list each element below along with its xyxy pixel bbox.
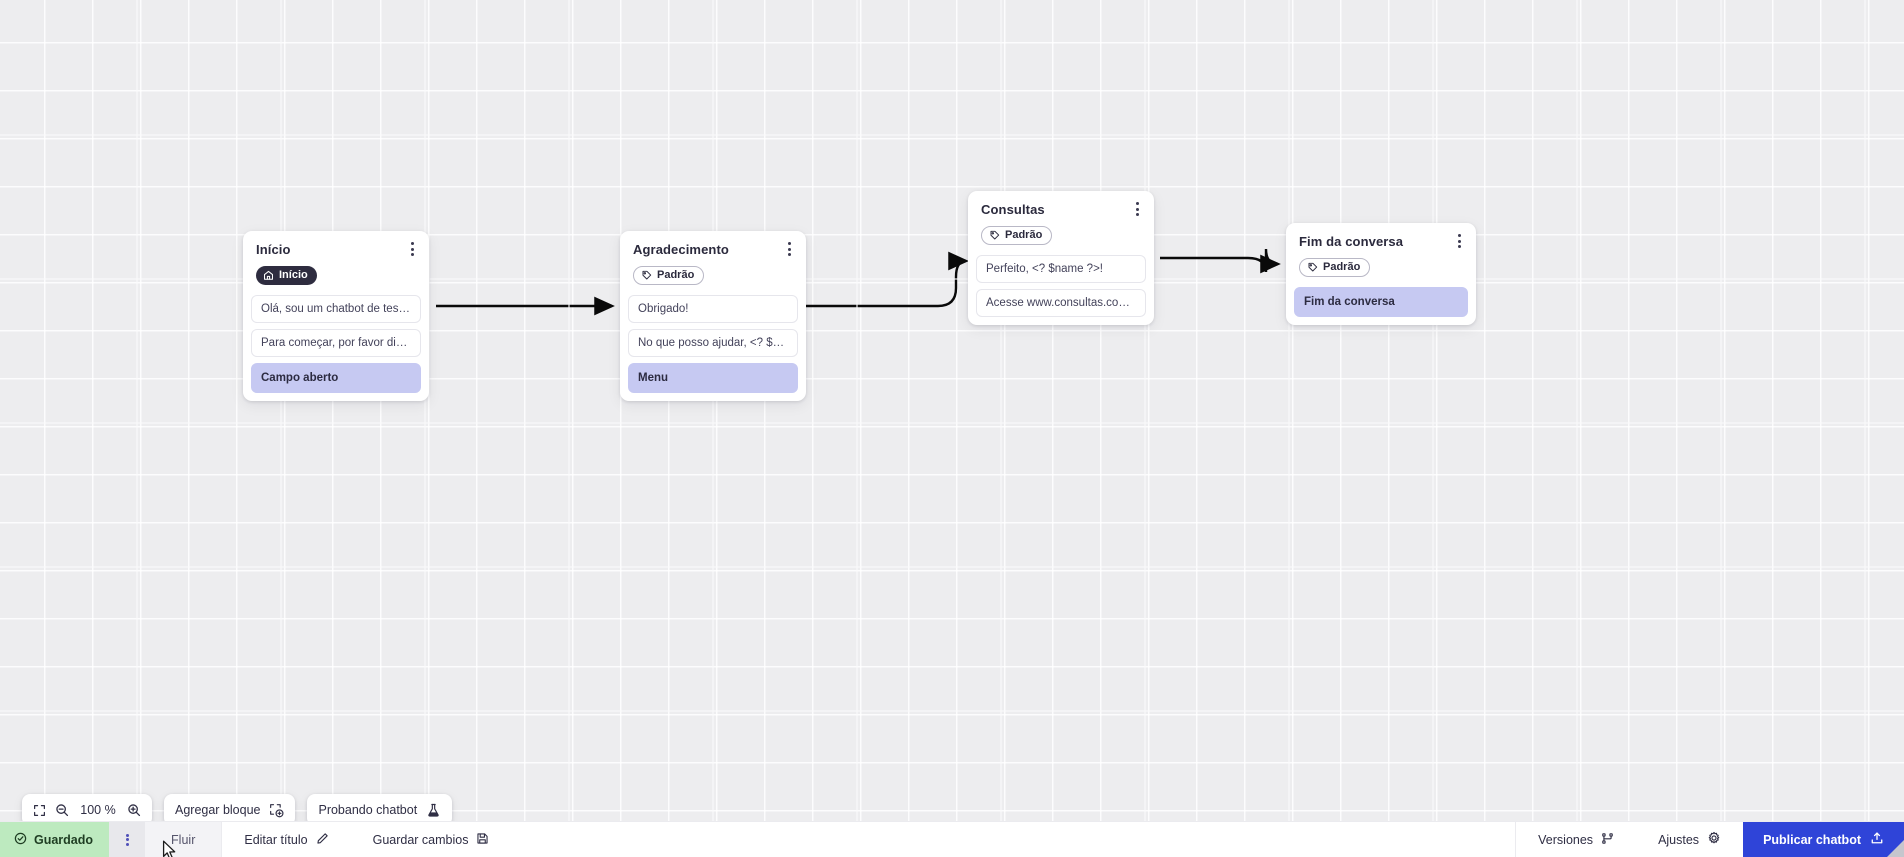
versions-button[interactable]: Versiones <box>1516 822 1636 857</box>
tag-icon <box>1307 262 1318 273</box>
tab-fluir[interactable]: Fluir <box>145 822 222 857</box>
node-title: Consultas <box>981 202 1045 217</box>
flow-node-agradecimento[interactable]: Agradecimento Padrão Obrigado! No q <box>620 231 806 401</box>
node-header: Início Início <box>243 231 429 295</box>
settings-label: Ajustes <box>1658 832 1700 847</box>
test-chatbot-label: Probando chatbot <box>318 803 418 817</box>
node-badge-label: Padrão <box>1323 261 1361 273</box>
zoom-controls: 100 % <box>22 794 152 826</box>
upload-icon <box>1870 831 1884 848</box>
node-title: Início <box>256 242 291 257</box>
node-message-row[interactable]: Para começar, por favor digite o ... <box>251 329 421 357</box>
node-body: Fim da conversa <box>1286 287 1476 325</box>
save-changes-label: Guardar cambios <box>372 832 469 847</box>
fit-screen-icon[interactable] <box>33 804 46 817</box>
flow-label: Fluir <box>171 832 196 847</box>
versions-label: Versiones <box>1538 832 1594 847</box>
node-badge-label: Início <box>279 269 308 281</box>
settings-button[interactable]: Ajustes <box>1636 822 1743 857</box>
node-badge-default: Padrão <box>1299 258 1371 277</box>
node-menu-button[interactable] <box>1451 232 1467 250</box>
flow-node-consultas[interactable]: Consultas Padrão Perfeito, <? $name ?>! <box>968 191 1154 325</box>
branch-icon <box>1601 832 1614 848</box>
publish-label: Publicar chatbot <box>1763 832 1861 847</box>
saved-label: Guardado <box>34 832 94 847</box>
check-circle-icon <box>14 832 27 848</box>
zoom-level-value[interactable]: 100 % <box>80 803 116 817</box>
pencil-icon <box>316 832 329 848</box>
status-bar-right: Versiones Ajustes <box>1515 822 1904 857</box>
node-menu-button[interactable] <box>404 240 420 258</box>
node-message-row[interactable]: Perfeito, <? $name ?>! <box>976 255 1146 283</box>
node-message-row[interactable]: Obrigado! <box>628 295 798 323</box>
node-message-row[interactable]: Olá, sou um chatbot de teste! <box>251 295 421 323</box>
home-icon <box>263 270 274 281</box>
save-changes-button[interactable]: Guardar cambios <box>351 822 512 857</box>
resize-corner[interactable] <box>1887 840 1904 857</box>
node-menu-button[interactable] <box>1129 200 1145 218</box>
zoom-in-icon[interactable] <box>127 803 141 817</box>
edit-title-label: Editar título <box>244 832 308 847</box>
node-badge-start: Início <box>256 266 317 285</box>
node-badge-label: Padrão <box>657 269 695 281</box>
add-block-icon <box>269 803 284 818</box>
node-message-row[interactable]: Acesse www.consultas.com par... <box>976 289 1146 317</box>
zoom-out-icon[interactable] <box>55 803 69 817</box>
status-badge-saved: Guardado <box>0 822 110 857</box>
node-header: Agradecimento Padrão <box>620 231 806 295</box>
publish-chatbot-button[interactable]: Publicar chatbot <box>1743 822 1904 857</box>
status-bar: Guardado Fluir Editar título Guardar cam… <box>0 821 1904 857</box>
flow-node-fim-da-conversa[interactable]: Fim da conversa Padrão Fim da conversa <box>1286 223 1476 325</box>
floppy-disk-icon <box>476 832 489 848</box>
node-header: Consultas Padrão <box>968 191 1154 255</box>
node-menu-button[interactable] <box>781 240 797 258</box>
test-chatbot-button[interactable]: Probando chatbot <box>307 794 453 826</box>
divider <box>221 822 223 857</box>
flow-canvas[interactable]: Início Início Olá, sou um chatbot de tes… <box>0 0 1904 822</box>
flow-node-inicio[interactable]: Início Início Olá, sou um chatbot de tes… <box>243 231 429 401</box>
node-title: Fim da conversa <box>1299 234 1404 249</box>
node-badge-default: Padrão <box>981 226 1053 245</box>
connector-agradecimento-consultas <box>806 251 969 308</box>
node-option-row[interactable]: Menu <box>628 363 798 393</box>
gear-icon <box>1707 831 1721 848</box>
add-block-label: Agregar bloque <box>175 803 261 817</box>
connector-layer <box>436 248 1281 316</box>
node-option-row[interactable]: Fim da conversa <box>1294 287 1468 317</box>
node-message-row[interactable]: No que posso ajudar, <? $name ... <box>628 329 798 357</box>
node-body: Obrigado! No que posso ajudar, <? $name … <box>620 295 806 401</box>
node-badge-label: Padrão <box>1005 229 1043 241</box>
tag-icon <box>989 230 1000 241</box>
node-header: Fim da conversa Padrão <box>1286 223 1476 287</box>
canvas-toolbar: 100 % Agregar bloque Probando chatbo <box>22 794 453 826</box>
add-block-button[interactable]: Agregar bloque <box>164 794 296 826</box>
connector-consultas-fim-path <box>1160 248 1281 274</box>
node-option-row[interactable]: Campo aberto <box>251 363 421 393</box>
flask-icon <box>426 803 441 818</box>
tag-icon <box>641 270 652 281</box>
mouse-cursor <box>162 840 178 857</box>
node-title: Agradecimento <box>633 242 729 257</box>
more-vertical-icon[interactable] <box>109 822 146 857</box>
node-badge-default: Padrão <box>633 266 705 285</box>
node-body: Olá, sou um chatbot de teste! Para começ… <box>243 295 429 401</box>
divider <box>1515 822 1517 857</box>
node-body: Perfeito, <? $name ?>! Acesse www.consul… <box>968 255 1154 325</box>
edit-title-button[interactable]: Editar título <box>222 822 350 857</box>
